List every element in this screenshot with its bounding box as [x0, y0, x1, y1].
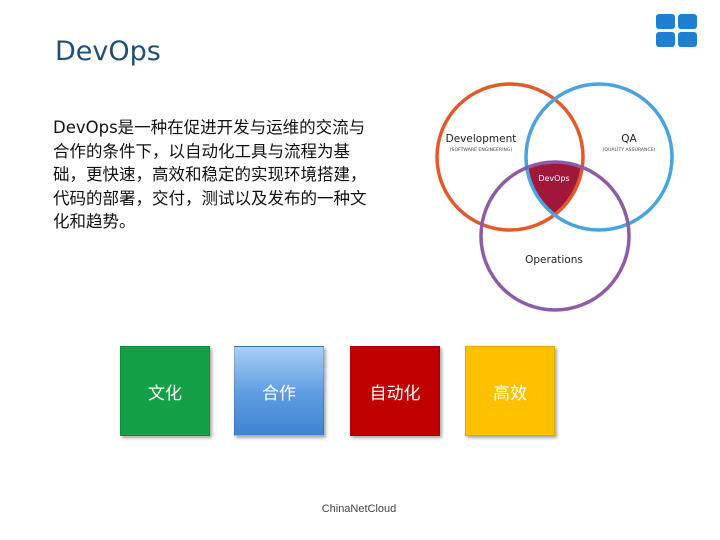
development-sublabel: (SOFTWARE ENGINEERING)	[450, 147, 513, 153]
efficiency-label: 高效	[493, 383, 527, 404]
logo-square	[678, 32, 697, 47]
devops-center-label: DevOps	[538, 174, 569, 183]
logo-square	[656, 14, 675, 29]
operations-label: Operations	[525, 254, 583, 266]
development-circle	[435, 82, 585, 232]
slide-title: DevOps	[55, 36, 161, 67]
qa-label: QA	[621, 133, 637, 145]
automation-box: 自动化	[350, 346, 440, 436]
chinanetcloud-logo	[656, 14, 698, 48]
operations-circle	[479, 160, 631, 312]
automation-label: 自动化	[369, 383, 421, 404]
qa-sublabel: (QUALITY ASSURANCE)	[603, 147, 656, 153]
logo-square	[678, 14, 697, 29]
culture-label: 文化	[148, 383, 182, 404]
collaboration-box: 合作	[234, 346, 324, 436]
logo-square	[656, 32, 675, 47]
efficiency-box: 高效	[465, 346, 555, 436]
devops-venn-diagram: Development (SOFTWARE ENGINEERING) QA (Q…	[435, 82, 674, 312]
qa-circle	[524, 82, 674, 232]
devops-description: DevOps是一种在促进开发与运维的交流与合作的条件下，以自动化工具与流程为基础…	[53, 118, 367, 231]
culture-box: 文化	[120, 346, 210, 436]
collaboration-label: 合作	[262, 383, 296, 404]
footer-brand: ChinaNetCloud	[321, 503, 397, 515]
development-label: Development	[446, 133, 517, 145]
